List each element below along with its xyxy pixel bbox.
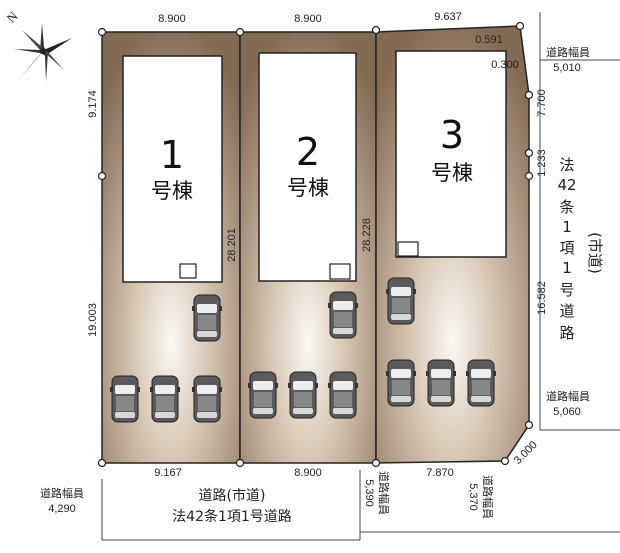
right-road-char: 1 — [562, 218, 572, 236]
bottom-road-name: 道路(市道) — [199, 487, 266, 504]
dim-right-upper: 7.700 — [536, 89, 548, 117]
dim-depth-lot2: 28.228 — [361, 218, 373, 252]
right-road-char: 1 — [562, 259, 572, 277]
dim-left-lower: 19.003 — [87, 303, 99, 337]
right-road-char: 道 — [559, 302, 574, 320]
road-width-label-lower-right: 道路幅員 — [546, 389, 590, 403]
compass-north-label: N — [4, 8, 22, 26]
road-width-label-bottom-right: 道路幅員 — [481, 475, 495, 519]
right-road-char: 路 — [559, 324, 574, 342]
compass-icon: N — [4, 8, 72, 82]
road-lines — [101, 12, 620, 541]
dim-corner-a: 0.591 — [475, 34, 503, 46]
dim-corner-b: 0.300 — [491, 59, 519, 71]
right-road-char: 42 — [557, 176, 576, 194]
road-width-value-bottom-left: 4,290 — [48, 503, 76, 515]
lot-2 — [239, 31, 377, 464]
dim-top-lot3: 9.637 — [434, 11, 462, 23]
road-width-label-bottom-left: 道路幅員 — [40, 486, 84, 500]
road-width-value-bottom-mid: 5,390 — [363, 479, 375, 507]
dim-bottom-lot3: 7.870 — [426, 467, 454, 479]
right-road-char: 法 — [559, 156, 574, 174]
right-road-char: 項 — [559, 239, 574, 257]
lot-1-label: 号棟 — [151, 179, 193, 203]
lot-3-label: 号棟 — [431, 161, 473, 185]
bottom-road-law: 法42条1項1号道路 — [172, 508, 292, 525]
right-road-char: 号 — [559, 281, 574, 299]
road-width-label-bottom-mid: 道路幅員 — [377, 471, 391, 515]
lot-1-number: 1 — [160, 133, 184, 177]
dim-top-lot2: 8.900 — [294, 13, 322, 25]
lot-3 — [375, 25, 530, 464]
dim-depth-lot1: 28.201 — [226, 228, 238, 262]
lot-1 — [101, 31, 241, 464]
right-road-char: 条 — [559, 198, 574, 216]
lot-2-number: 2 — [296, 130, 320, 174]
road-width-value-bottom-right: 5,370 — [467, 483, 479, 511]
road-width-value-top-right: 5,010 — [553, 62, 581, 74]
dim-right-mid: 1.233 — [536, 149, 548, 177]
road-width-value-lower-right: 5,060 — [553, 406, 581, 418]
dim-bottom-lot2: 8.900 — [294, 467, 322, 479]
dim-left-upper: 9.174 — [87, 90, 99, 118]
right-road-law-vertical: 法 42 条 1 項 1 号 道 路 (市道) — [557, 156, 604, 342]
boundary-markers — [97, 21, 534, 468]
dim-right-lower: 16.582 — [536, 281, 548, 315]
road-width-label-top-right: 道路幅員 — [546, 45, 590, 59]
lot-2-label: 号棟 — [287, 176, 329, 200]
dim-top-lot1: 8.900 — [158, 13, 186, 25]
lot-3-number: 3 — [440, 113, 464, 157]
dim-bottom-lot1: 9.167 — [154, 467, 182, 479]
right-road-paren: (市道) — [586, 232, 604, 274]
